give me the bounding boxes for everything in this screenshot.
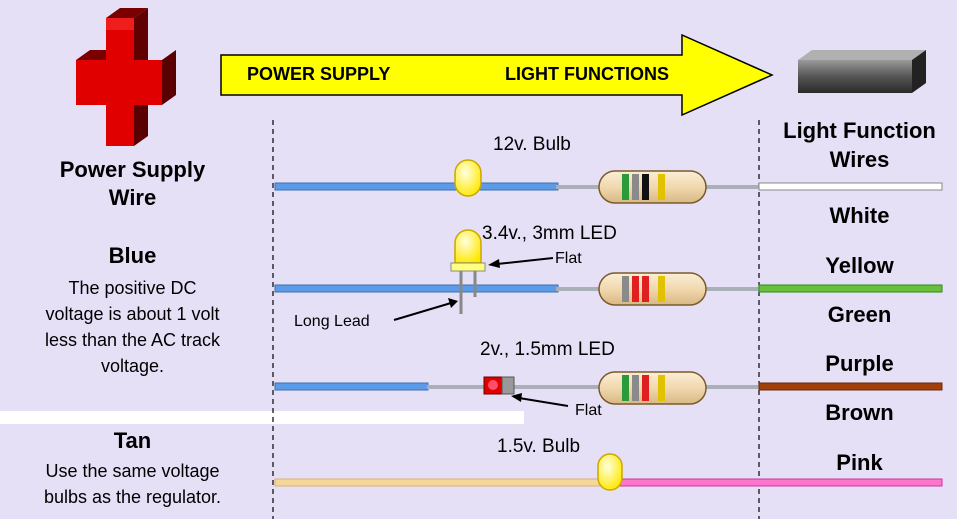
blue-desc-line3: less than the AC track [44, 330, 221, 350]
wire-label-pink: Pink [836, 450, 883, 475]
bulb-12v [454, 159, 482, 197]
blue-title: Blue [108, 243, 157, 268]
light-function-heading-line2: Wires [829, 147, 890, 172]
led-3mm-label: 3.4v., 3mm LED [482, 223, 617, 244]
banner-right-label: LIGHT FUNCTIONS [505, 64, 669, 84]
wire-label-white: White [829, 203, 890, 228]
resistor-3 [598, 371, 707, 405]
background-panel-connector [524, 411, 957, 424]
wire-label-green: Green [827, 302, 892, 327]
power-supply-heading-line1: Power Supply [59, 157, 206, 182]
light-function-heading-line1: Light Function [783, 118, 936, 143]
plus-icon [76, 8, 176, 146]
banner-left-label: POWER SUPPLY [247, 64, 391, 84]
bulb-1.5v-label: 1.5v. Bulb [497, 436, 581, 457]
tan-desc-line2: bulbs as the regulator. [43, 487, 222, 507]
led-3mm [450, 229, 486, 314]
long-lead-label: Long Lead [294, 313, 370, 330]
blue-desc-line2: voltage is about 1 volt [45, 304, 220, 324]
ground-block-icon [798, 50, 926, 93]
blue-desc-line1: The positive DC [68, 278, 197, 298]
led-1.5mm [483, 376, 515, 395]
power-supply-heading-line2: Wire [108, 185, 157, 210]
tan-title: Tan [113, 428, 152, 453]
led-1.5mm-label: 2v., 1.5mm LED [480, 339, 615, 360]
tan-desc-line1: Use the same voltage [45, 461, 220, 481]
background-panel-bottom [0, 424, 957, 519]
resistor-1 [598, 170, 707, 204]
resistor-2 [598, 272, 707, 306]
wire-label-brown: Brown [825, 400, 894, 425]
flat-label-1: Flat [555, 250, 582, 267]
bulb-1.5v [597, 453, 623, 491]
blue-desc-line4: voltage. [100, 356, 165, 376]
bulb-12v-label: 12v. Bulb [493, 134, 571, 155]
flat-label-2: Flat [575, 402, 602, 419]
direction-arrow [220, 33, 774, 117]
wire-label-purple: Purple [825, 351, 894, 376]
wire-label-yellow: Yellow [825, 253, 894, 278]
